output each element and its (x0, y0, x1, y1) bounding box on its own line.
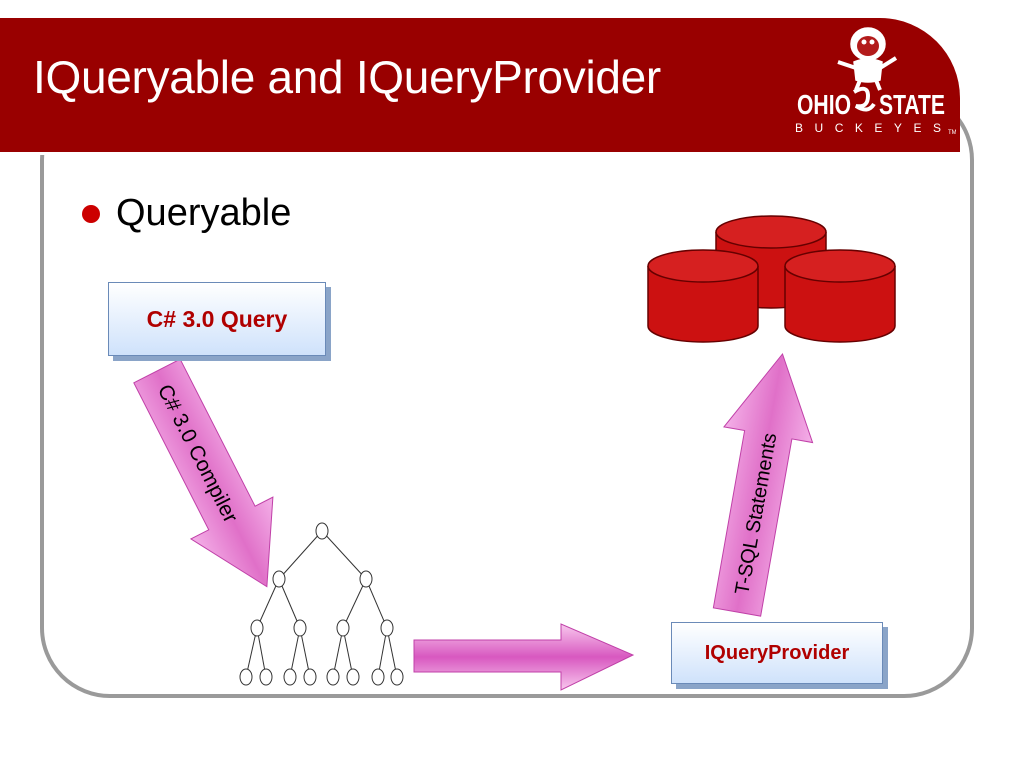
database-cylinder-right (784, 249, 896, 343)
compiler-arrow: C# 3.0 Compiler (133, 358, 274, 588)
bullet-item: Queryable (82, 192, 291, 235)
iqueryprovider-box: IQueryProvider (671, 622, 883, 684)
tree-to-provider-arrow (413, 623, 635, 691)
logo-swirl-icon (853, 86, 876, 112)
ohio-state-logo: OHIO STATE BUCKEYES TM (795, 27, 956, 136)
logo-state-text: STATE (879, 89, 945, 120)
brutus-mascot-icon (837, 27, 898, 91)
page-title: IQueryable and IQueryProvider (33, 51, 661, 103)
logo-trademark: TM (948, 130, 956, 136)
bullet-dot-icon (82, 204, 100, 223)
bullet-label: Queryable (116, 192, 292, 234)
expression-tree-icon (239, 522, 404, 686)
tsql-arrow: T-SQL Statements (712, 352, 814, 617)
csharp-query-box: C# 3.0 Query (108, 282, 326, 356)
title-bar (0, 18, 960, 155)
database-cylinder-left (647, 249, 759, 343)
title-divider (0, 152, 905, 155)
database-icon (647, 215, 896, 343)
logo-ohio-text: OHIO (797, 89, 851, 120)
